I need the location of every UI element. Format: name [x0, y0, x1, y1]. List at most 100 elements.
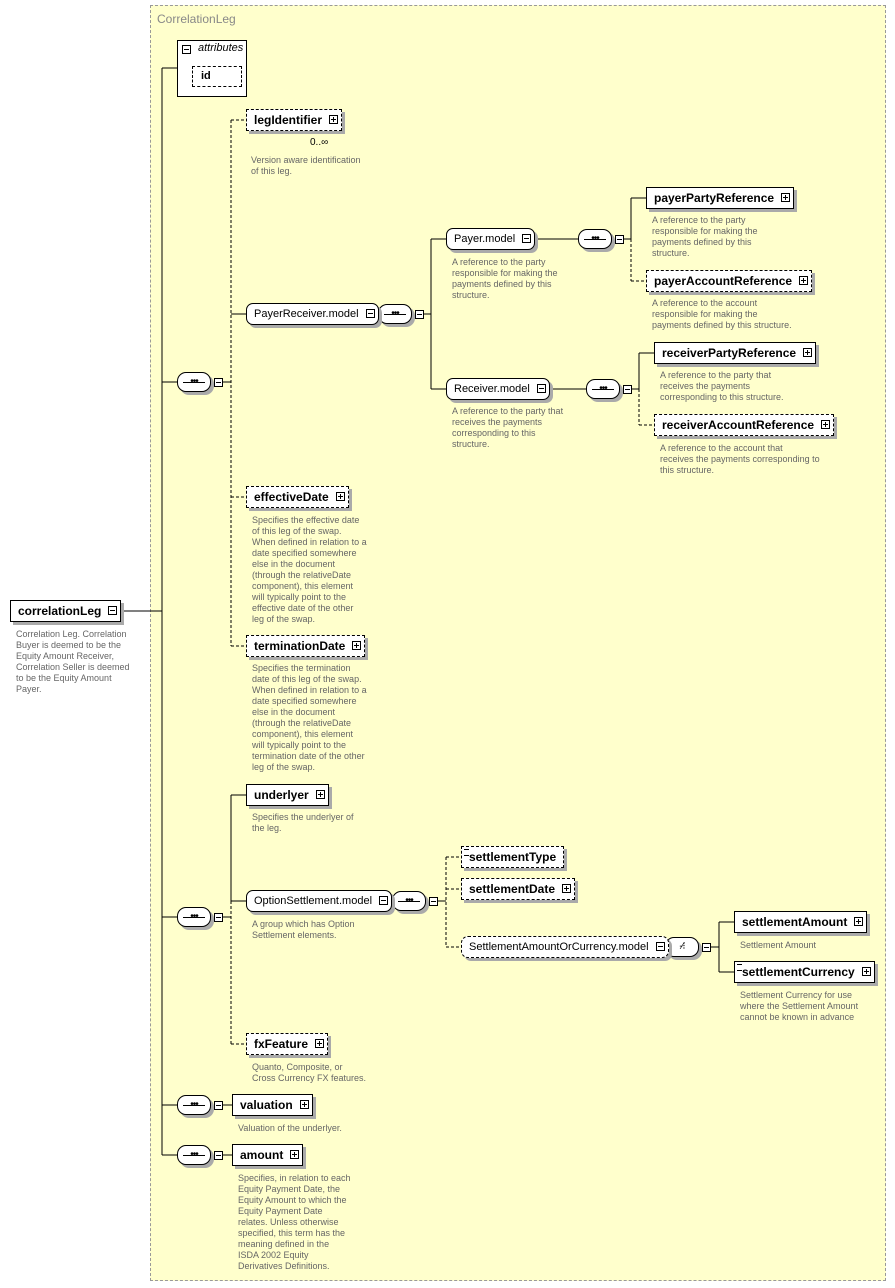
element-valuation[interactable]: valuation [232, 1094, 313, 1116]
root-doc: Correlation Leg. Correlation Buyer is de… [16, 629, 130, 694]
element-label: receiverPartyReference [662, 346, 797, 360]
sequence-icon: ••• [591, 233, 600, 244]
leg-identifier-doc: Version aware identification of this leg… [251, 155, 361, 176]
element-payer-account-reference[interactable]: payerAccountReference [646, 270, 813, 292]
collapse-icon[interactable] [108, 606, 118, 615]
collapse-icon[interactable] [655, 942, 665, 951]
collapse-icon[interactable] [182, 45, 191, 54]
attributes-title: attributes [198, 42, 244, 54]
collapse-icon[interactable] [702, 943, 711, 952]
sequence-compositor[interactable]: ••• [378, 304, 424, 324]
element-amount[interactable]: amount [232, 1144, 304, 1166]
sequence-icon: ••• [405, 895, 414, 906]
expand-icon[interactable] [821, 420, 831, 429]
sequence-icon: ••• [190, 911, 199, 922]
group-label: Receiver.model [454, 383, 530, 395]
expand-icon[interactable] [299, 1100, 309, 1109]
group-payer-receiver-model[interactable]: PayerReceiver.model [246, 303, 379, 325]
expand-icon[interactable] [861, 967, 871, 976]
expand-icon[interactable] [352, 641, 362, 650]
element-settlement-amount[interactable]: settlementAmount [734, 911, 868, 933]
expand-icon[interactable] [315, 1039, 325, 1048]
payer-model-doc: A reference to the party responsible for… [452, 257, 558, 300]
choice-icon: -⁄⁝ [679, 941, 685, 952]
element-fx-feature[interactable]: fxFeature [246, 1033, 329, 1055]
expand-icon[interactable] [799, 276, 809, 285]
element-label: fxFeature [254, 1037, 309, 1051]
sequence-icon: ••• [599, 383, 608, 394]
collapse-icon[interactable] [536, 384, 546, 393]
collapse-icon[interactable] [615, 235, 624, 244]
element-label: payerPartyReference [654, 191, 775, 205]
valuation-doc: Valuation of the underlyer. [238, 1123, 342, 1133]
expand-icon[interactable] [315, 790, 325, 799]
element-effective-date[interactable]: effectiveDate [246, 486, 349, 508]
element-receiver-account-reference[interactable]: receiverAccountReference [654, 414, 835, 436]
sequence-compositor[interactable]: ••• [392, 891, 438, 911]
expand-icon[interactable] [854, 917, 864, 926]
settlement-amount-doc: Settlement Amount [740, 940, 817, 950]
root-element-correlation-leg[interactable]: correlationLeg [10, 600, 122, 622]
element-label: receiverAccountReference [662, 418, 815, 432]
attribute-id[interactable]: id [192, 66, 242, 87]
group-label: Payer.model [454, 233, 516, 245]
element-label: settlementDate [469, 882, 556, 896]
element-leg-identifier[interactable]: legIdentifier [246, 109, 343, 131]
collapse-icon[interactable] [415, 310, 424, 319]
effective-date-doc: Specifies the effective date of this leg… [252, 515, 367, 624]
sequence-compositor[interactable]: ••• [586, 379, 632, 399]
sequence-icon: ••• [190, 376, 199, 387]
sequence-compositor[interactable]: ••• [177, 1095, 223, 1115]
termination-date-doc: Specifies the termination date of this l… [252, 663, 367, 772]
sequence-compositor[interactable]: ••• [578, 229, 624, 249]
collapse-icon[interactable] [429, 897, 438, 906]
collapse-icon[interactable] [623, 385, 632, 394]
simple-type-icon [464, 849, 469, 856]
sequence-compositor[interactable]: ••• [177, 372, 223, 392]
collapse-icon[interactable] [214, 913, 223, 922]
group-label: SettlementAmountOrCurrency.model [469, 941, 649, 953]
element-termination-date[interactable]: terminationDate [246, 635, 366, 657]
element-settlement-type[interactable]: settlementType [461, 846, 565, 868]
receiver-model-doc: A reference to the party that receives t… [452, 406, 564, 449]
expand-icon[interactable] [803, 348, 813, 357]
element-settlement-date[interactable]: settlementDate [461, 878, 576, 900]
simple-type-icon [737, 964, 742, 971]
group-option-settlement-model[interactable]: OptionSettlement.model [246, 890, 393, 912]
collapse-icon[interactable] [365, 309, 375, 318]
group-payer-model[interactable]: Payer.model [446, 228, 536, 250]
collapse-icon[interactable] [214, 1101, 223, 1110]
collapse-icon[interactable] [214, 1151, 223, 1160]
element-settlement-currency[interactable]: settlementCurrency [734, 961, 875, 983]
sequence-icon: ••• [190, 1099, 199, 1110]
collapse-icon[interactable] [379, 896, 389, 905]
expand-icon[interactable] [329, 115, 339, 124]
sequence-icon: ••• [190, 1149, 199, 1160]
payer-account-reference-doc: A reference to the account responsible f… [652, 298, 792, 330]
element-receiver-party-reference[interactable]: receiverPartyReference [654, 342, 817, 364]
container-title: CorrelationLeg [157, 12, 236, 26]
group-settlement-amount-or-currency-model[interactable]: SettlementAmountOrCurrency.model [461, 936, 669, 958]
collapse-icon[interactable] [214, 378, 223, 387]
sequence-compositor[interactable]: ••• [177, 1145, 223, 1165]
element-label: underlyer [254, 788, 309, 802]
element-label: terminationDate [254, 639, 346, 653]
sequence-compositor[interactable]: ••• [177, 907, 223, 927]
element-label: legIdentifier [254, 113, 323, 127]
element-payer-party-reference[interactable]: payerPartyReference [646, 187, 795, 209]
choice-compositor[interactable]: -⁄⁝ [665, 937, 711, 957]
payer-party-reference-doc: A reference to the party responsible for… [652, 215, 758, 258]
expand-icon[interactable] [781, 193, 791, 202]
element-underlyer[interactable]: underlyer [246, 784, 329, 806]
expand-icon[interactable] [290, 1150, 300, 1159]
group-label: OptionSettlement.model [254, 895, 373, 907]
expand-icon[interactable] [335, 492, 345, 501]
settlement-currency-doc: Settlement Currency for use where the Se… [740, 990, 859, 1022]
occurrence-label: 0..∞ [310, 137, 329, 148]
expand-icon[interactable] [562, 884, 572, 893]
attributes-box: attributes id [177, 40, 247, 97]
group-label: PayerReceiver.model [254, 308, 359, 320]
collapse-icon[interactable] [522, 234, 532, 243]
group-receiver-model[interactable]: Receiver.model [446, 378, 550, 400]
